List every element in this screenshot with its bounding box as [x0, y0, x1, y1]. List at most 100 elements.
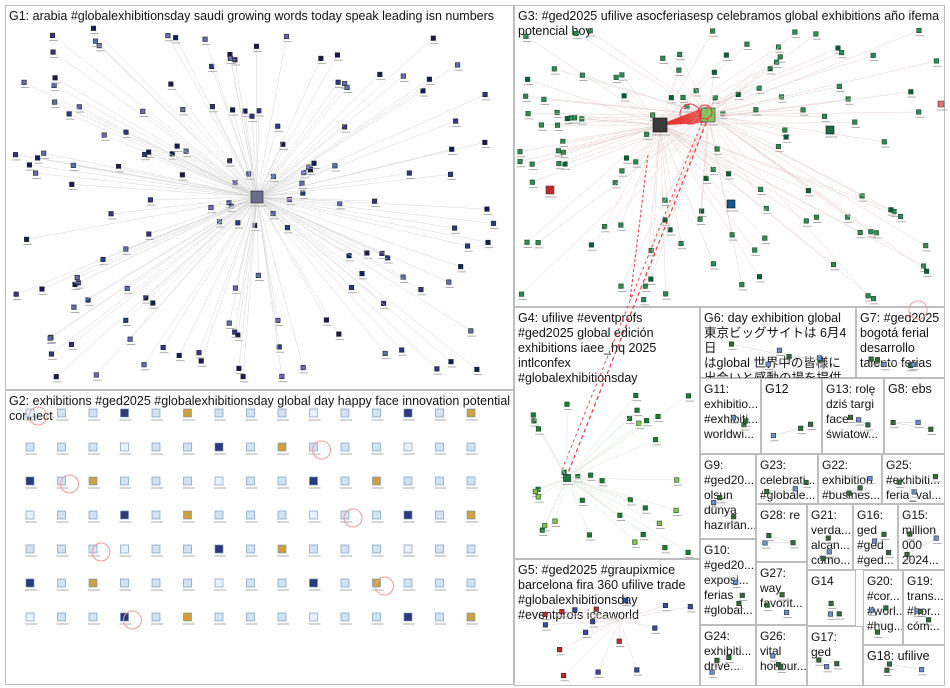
g1-node[interactable]	[52, 75, 58, 81]
g3-node[interactable]	[782, 127, 788, 133]
g1-node[interactable]	[26, 162, 32, 168]
g1-node[interactable]	[399, 347, 405, 353]
g1-node[interactable]	[70, 162, 76, 168]
g2-node[interactable]	[151, 612, 161, 622]
g1-node[interactable]	[160, 344, 166, 351]
g4-node[interactable]	[673, 507, 679, 513]
g2-node[interactable]	[309, 510, 318, 520]
g2-node[interactable]	[25, 544, 35, 554]
g1-node[interactable]	[127, 336, 133, 342]
g4-node[interactable]	[599, 478, 605, 484]
g3-node[interactable]	[710, 28, 716, 34]
g1-node[interactable]	[230, 107, 236, 113]
g8-node[interactable]	[928, 426, 934, 432]
g2-node[interactable]	[25, 612, 35, 622]
g2-node[interactable]	[435, 612, 444, 622]
g1-node[interactable]	[447, 171, 454, 177]
g3-node[interactable]	[555, 148, 561, 154]
g2-node[interactable]	[277, 578, 287, 588]
g1-node[interactable]	[146, 231, 152, 237]
g2-node[interactable]	[372, 476, 381, 486]
g14-node[interactable]	[836, 611, 842, 617]
g2-node[interactable]	[466, 510, 476, 520]
g23-node[interactable]	[764, 488, 770, 495]
g1-node[interactable]	[235, 220, 241, 226]
g3-node[interactable]	[618, 283, 624, 289]
g4-node[interactable]	[539, 527, 545, 533]
g1-node[interactable]	[50, 49, 56, 55]
g3-node[interactable]	[554, 122, 561, 128]
g3-node[interactable]	[554, 109, 560, 115]
g1-node[interactable]	[48, 351, 54, 357]
g14-node[interactable]	[828, 600, 834, 606]
g3-node[interactable]	[697, 216, 703, 222]
g3-node[interactable]	[677, 51, 683, 57]
g1-node[interactable]	[474, 366, 480, 372]
g6-node[interactable]	[776, 347, 782, 353]
g5-node[interactable]	[572, 607, 578, 613]
g1-node[interactable]	[35, 155, 41, 161]
g1-node[interactable]	[418, 287, 424, 293]
g2-node[interactable]	[340, 408, 350, 418]
g24-node[interactable]	[714, 657, 720, 663]
g2-node[interactable]	[340, 612, 350, 622]
g2-node[interactable]	[214, 442, 224, 452]
g1-node[interactable]	[311, 160, 317, 166]
g15-node[interactable]	[907, 531, 913, 537]
g1-node[interactable]	[21, 79, 27, 85]
g2-node[interactable]	[120, 408, 129, 418]
g5-node[interactable]	[593, 606, 599, 612]
g3-node[interactable]	[525, 111, 531, 117]
g1-node[interactable]	[53, 374, 59, 380]
g3-node[interactable]	[888, 207, 894, 213]
g21-node[interactable]	[825, 535, 831, 541]
g5-node[interactable]	[616, 638, 622, 644]
g2-node[interactable]	[246, 578, 255, 588]
g1-node[interactable]	[300, 365, 306, 371]
g1-node[interactable]	[385, 255, 391, 261]
g2-node[interactable]	[57, 578, 66, 588]
g3-node[interactable]	[744, 41, 750, 47]
g1-node[interactable]	[123, 246, 129, 252]
g3-node[interactable]	[714, 146, 720, 152]
g2-node[interactable]	[120, 544, 129, 554]
g3-node[interactable]	[564, 116, 570, 122]
g3-node[interactable]	[857, 230, 863, 236]
g1-node[interactable]	[318, 55, 324, 61]
g1-node[interactable]	[147, 197, 153, 203]
g1-node[interactable]	[123, 129, 129, 135]
g2-node[interactable]	[340, 442, 350, 452]
g1-node[interactable]	[92, 38, 99, 44]
g3-node[interactable]	[644, 131, 650, 137]
g1-node[interactable]	[299, 180, 305, 186]
g7-node[interactable]	[868, 356, 874, 362]
g3-node[interactable]	[587, 28, 593, 34]
g2-node[interactable]	[403, 408, 413, 418]
g1-node[interactable]	[382, 350, 388, 356]
g2-node[interactable]	[277, 442, 287, 452]
g9-node[interactable]	[717, 495, 723, 501]
g3-node[interactable]	[660, 55, 666, 61]
g3-node[interactable]	[845, 96, 851, 102]
g3-node[interactable]	[676, 67, 682, 73]
g3-node[interactable]	[588, 242, 594, 248]
g2-node[interactable]	[372, 408, 381, 418]
g3-node[interactable]	[753, 107, 759, 113]
g1-node[interactable]	[236, 365, 242, 371]
g2-node[interactable]	[466, 476, 476, 486]
g2-node[interactable]	[466, 408, 476, 418]
g3-node[interactable]	[825, 125, 835, 135]
g1-node[interactable]	[336, 331, 342, 337]
g17-node[interactable]	[816, 657, 822, 663]
g3-node[interactable]	[648, 276, 654, 282]
g2-node[interactable]	[246, 510, 255, 520]
g2-node[interactable]	[183, 612, 192, 622]
g2-node[interactable]	[120, 442, 129, 452]
g1-node[interactable]	[280, 141, 286, 147]
g3-node[interactable]	[803, 218, 809, 224]
g2-node[interactable]	[25, 578, 35, 588]
g3-node[interactable]	[775, 44, 782, 50]
g3-node[interactable]	[523, 93, 529, 99]
g22-node[interactable]	[867, 475, 873, 482]
g5-node[interactable]	[542, 622, 548, 628]
